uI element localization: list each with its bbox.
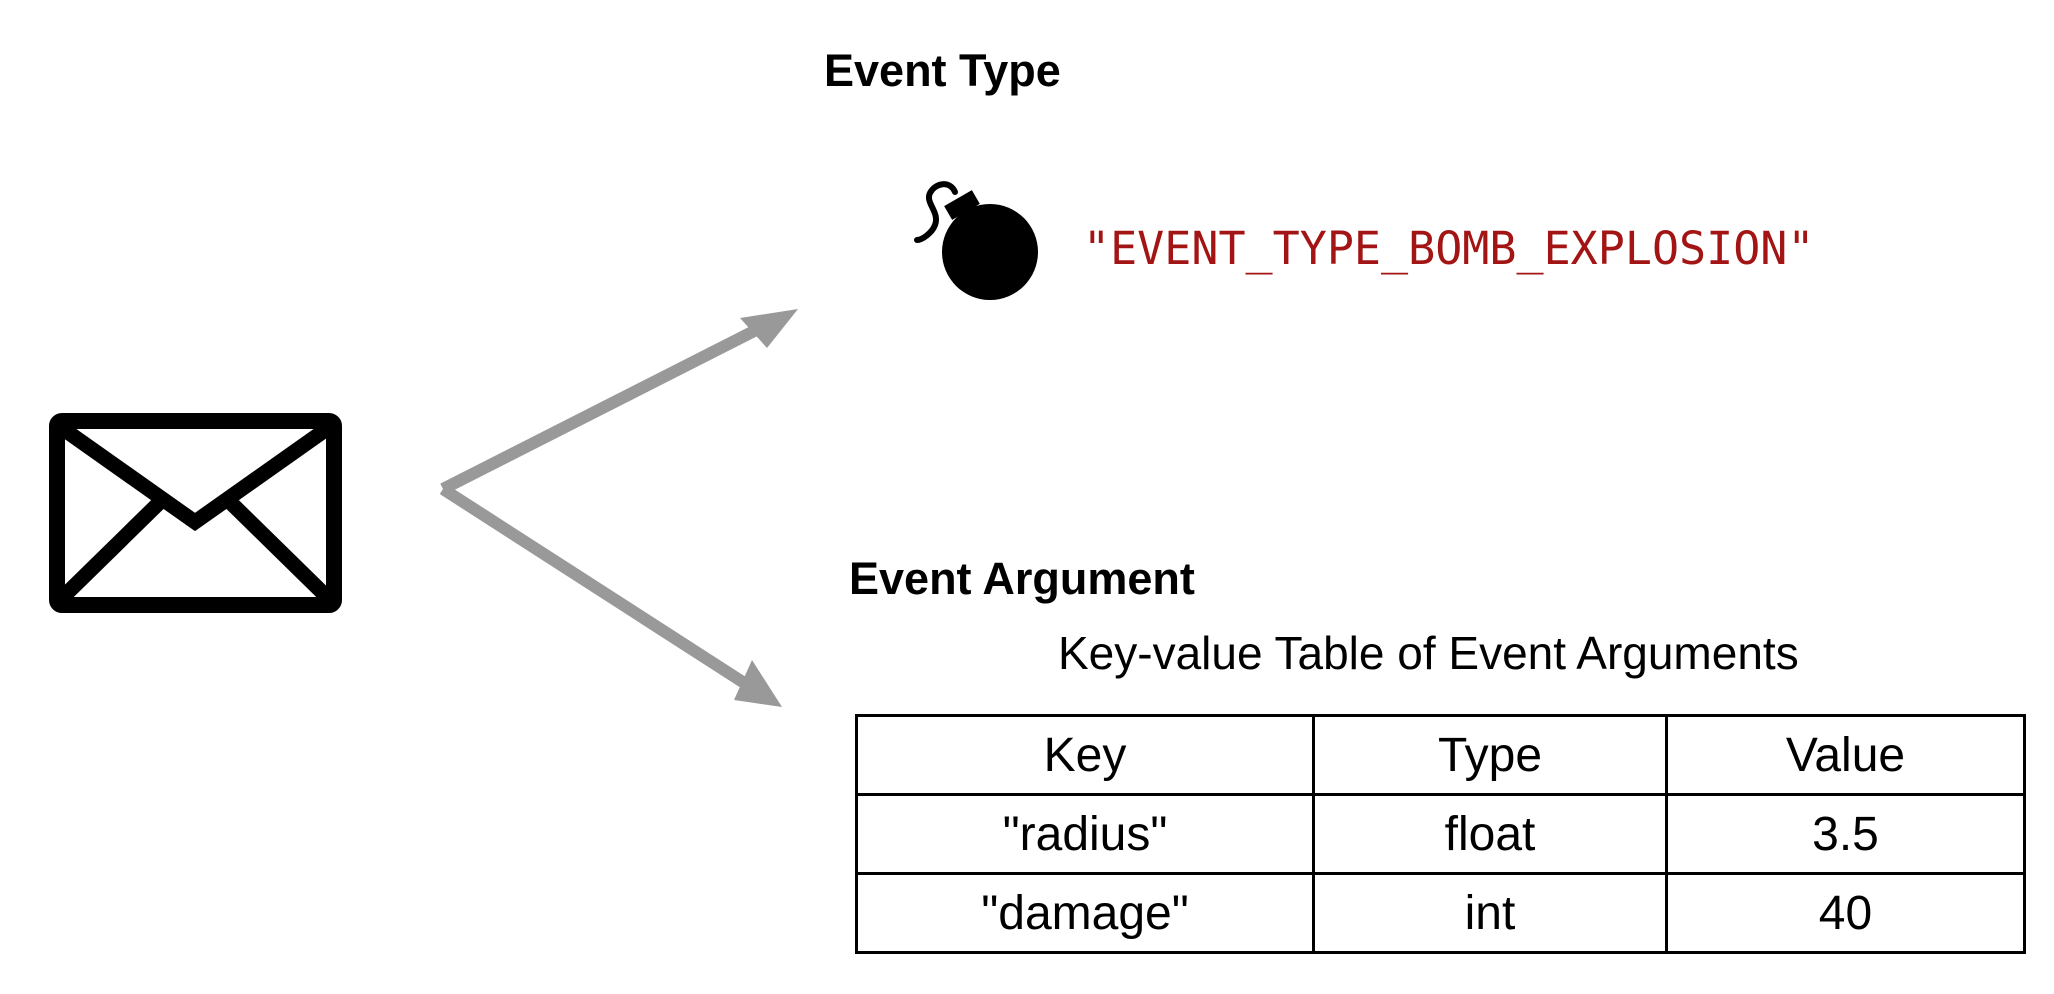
cell-type: float <box>1312 793 1668 875</box>
cell-key: "radius" <box>855 793 1315 875</box>
cell-type: int <box>1312 872 1668 954</box>
cell-key: "damage" <box>855 872 1315 954</box>
event-arguments-table: Key Type Value "radius" float 3.5 "damag… <box>855 714 2026 954</box>
table-row: "damage" int 40 <box>855 872 2026 954</box>
cell-value: 3.5 <box>1665 793 2026 875</box>
header-key: Key <box>855 714 1315 796</box>
table-header-row: Key Type Value <box>855 714 2026 796</box>
event-argument-title: Event Argument <box>849 553 1195 604</box>
arrow-to-event-type <box>440 309 798 495</box>
header-value: Value <box>1665 714 2026 796</box>
event-type-title: Event Type <box>824 45 1061 96</box>
envelope-icon <box>49 413 342 613</box>
bomb-icon <box>914 181 1038 300</box>
table-row: "radius" float 3.5 <box>855 793 2026 875</box>
event-type-value: "EVENT_TYPE_BOMB_EXPLOSION" <box>1083 222 1815 275</box>
cell-value: 40 <box>1665 872 2026 954</box>
header-type: Type <box>1312 714 1668 796</box>
arrow-to-event-argument <box>439 483 782 707</box>
table-caption: Key-value Table of Event Arguments <box>1058 627 1799 679</box>
